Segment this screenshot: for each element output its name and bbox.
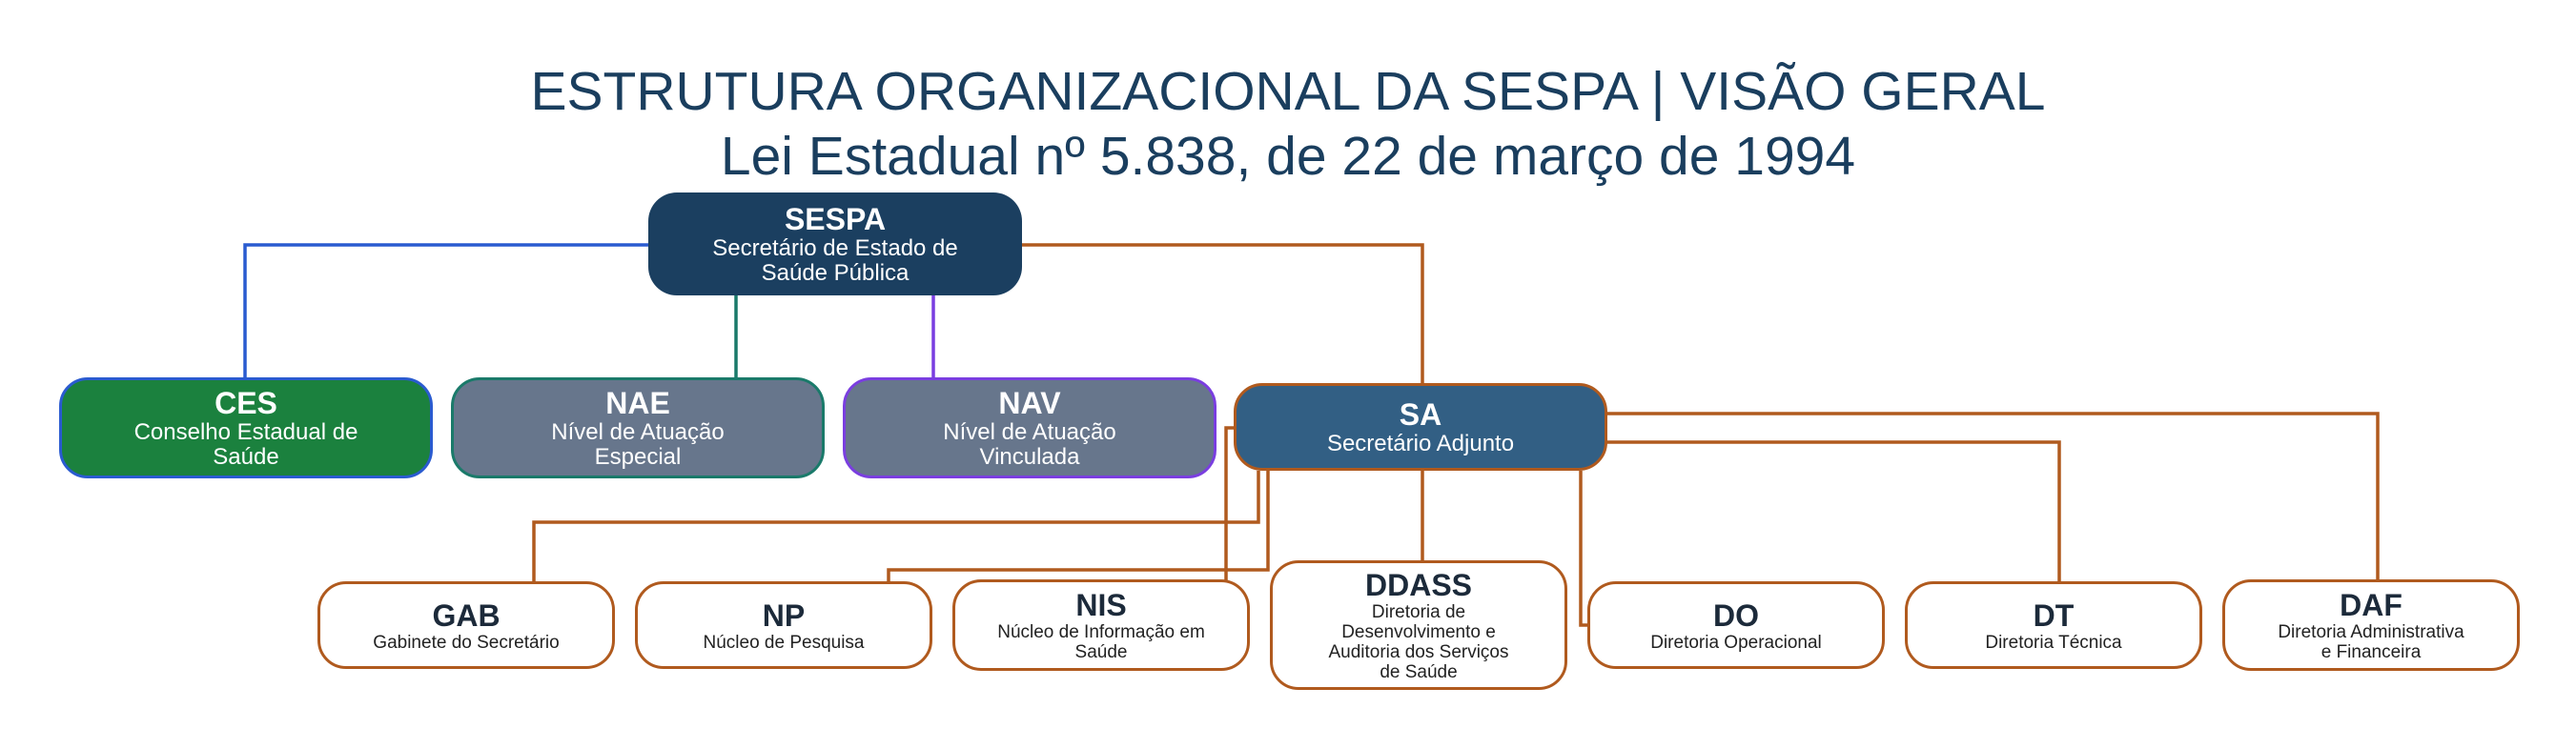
ces-line-1: Conselho Estadual de bbox=[133, 419, 358, 445]
ddass-line-1: Diretoria de bbox=[1371, 602, 1466, 622]
sa-box: SA Secretário Adjunto bbox=[1234, 383, 1607, 471]
dt-abbr: DT bbox=[2033, 597, 2075, 633]
nae-line-2: Especial bbox=[594, 444, 682, 470]
ces-box: CES Conselho Estadual de Saúde bbox=[59, 377, 433, 478]
connector-sespa-ces bbox=[243, 243, 650, 379]
sespa-line-2: Saúde Pública bbox=[761, 260, 910, 286]
ddass-line-3: Auditoria dos Serviços bbox=[1328, 642, 1509, 662]
gab-abbr: GAB bbox=[432, 597, 501, 633]
daf-abbr: DAF bbox=[2340, 588, 2402, 622]
dt-box: DT Diretoria Técnica bbox=[1905, 581, 2202, 669]
daf-box: DAF Diretoria Administrativa e Financeir… bbox=[2222, 579, 2520, 671]
ddass-box: DDASS Diretoria de Desenvolvimento e Aud… bbox=[1270, 560, 1567, 690]
sespa-abbr: SESPA bbox=[784, 202, 887, 236]
nav-line-2: Vinculada bbox=[979, 444, 1080, 470]
nis-line-2: Saúde bbox=[1074, 642, 1128, 662]
daf-line-1: Diretoria Administrativa bbox=[2278, 622, 2464, 642]
nis-abbr: NIS bbox=[1075, 588, 1127, 622]
gab-box: GAB Gabinete do Secretário bbox=[317, 581, 615, 669]
connector-sa-np bbox=[887, 471, 1270, 583]
connector-sa-daf bbox=[1606, 412, 2380, 581]
nav-abbr: NAV bbox=[998, 386, 1061, 420]
connector-sa-gab bbox=[532, 471, 1260, 583]
ces-abbr: CES bbox=[215, 386, 277, 420]
title-line-2: Lei Estadual nº 5.838, de 22 de março de… bbox=[720, 126, 1856, 187]
nae-line-1: Nível de Atuação bbox=[551, 419, 725, 445]
np-abbr: NP bbox=[762, 597, 806, 633]
connector-sa-do bbox=[1579, 471, 1590, 627]
ddass-line-2: Desenvolvimento e bbox=[1341, 622, 1496, 642]
gab-line-1: Gabinete do Secretário bbox=[373, 632, 560, 653]
do-abbr: DO bbox=[1713, 597, 1759, 633]
connector-sa-dt bbox=[1606, 440, 2061, 583]
nis-line-1: Núcleo de Informação em bbox=[997, 622, 1205, 642]
daf-line-2: e Financeira bbox=[2320, 642, 2422, 662]
np-box: NP Núcleo de Pesquisa bbox=[635, 581, 932, 669]
ddass-line-4: de Saúde bbox=[1380, 662, 1458, 682]
nae-abbr: NAE bbox=[605, 386, 670, 420]
sespa-line-1: Secretário de Estado de bbox=[712, 235, 958, 261]
nav-line-1: Nível de Atuação bbox=[943, 419, 1116, 445]
do-line-1: Diretoria Operacional bbox=[1650, 632, 1822, 653]
sa-abbr: SA bbox=[1399, 397, 1442, 432]
sa-line-1: Secretário Adjunto bbox=[1326, 431, 1515, 456]
dt-line-1: Diretoria Técnica bbox=[1985, 632, 2122, 653]
diagram-title: ESTRUTURA ORGANIZACIONAL DA SESPA | VISÃ… bbox=[0, 59, 2576, 189]
nis-box: NIS Núcleo de Informação em Saúde bbox=[952, 579, 1250, 671]
connector-sespa-sa bbox=[1020, 243, 1424, 385]
do-box: DO Diretoria Operacional bbox=[1587, 581, 1885, 669]
sespa-box: SESPA Secretário de Estado de Saúde Públ… bbox=[648, 192, 1022, 295]
ddass-abbr: DDASS bbox=[1364, 568, 1472, 602]
np-line-1: Núcleo de Pesquisa bbox=[703, 632, 865, 653]
ces-line-2: Saúde bbox=[213, 444, 279, 470]
nav-box: NAV Nível de Atuação Vinculada bbox=[843, 377, 1216, 478]
nae-box: NAE Nível de Atuação Especial bbox=[451, 377, 825, 478]
title-line-1: ESTRUTURA ORGANIZACIONAL DA SESPA | VISÃ… bbox=[530, 61, 2046, 122]
